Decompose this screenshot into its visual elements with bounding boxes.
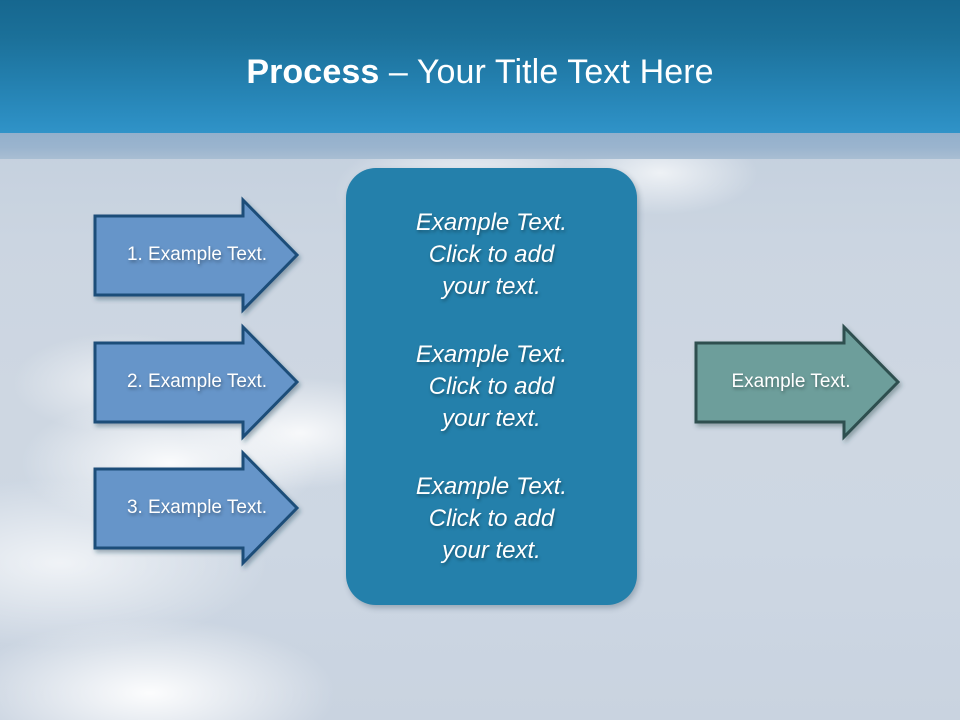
process-content-box[interactable]: Example Text. Click to add your text. Ex…	[346, 168, 637, 605]
page-title-bold: Process	[246, 53, 380, 91]
input-arrow-3[interactable]: 3. Example Text.	[90, 449, 302, 567]
page-title-rest: Your Title Text Here	[416, 53, 714, 91]
input-arrow-1[interactable]: 1. Example Text.	[90, 196, 302, 314]
sky-horizon-band	[0, 133, 960, 159]
output-arrow[interactable]: Example Text.	[691, 323, 903, 441]
page-title: Process – Your Title Text Here	[0, 52, 960, 92]
header-bar: Process – Your Title Text Here	[0, 0, 960, 133]
page-title-separator: –	[379, 53, 417, 91]
content-paragraph-1: Example Text. Click to add your text.	[415, 208, 568, 300]
content-paragraph-3: Example Text. Click to add your text.	[415, 472, 568, 564]
input-arrow-2[interactable]: 2. Example Text.	[90, 323, 302, 441]
content-paragraph-2: Example Text. Click to add your text.	[415, 340, 568, 432]
